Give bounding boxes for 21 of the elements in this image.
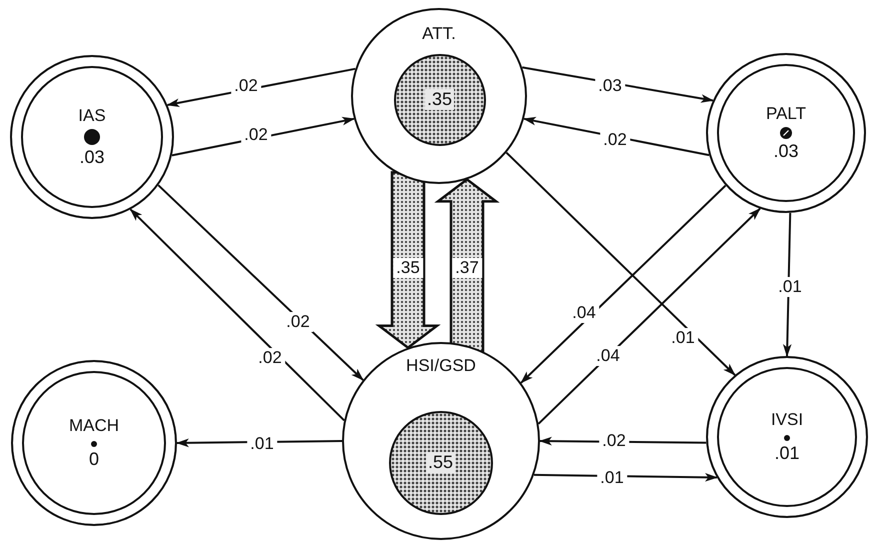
arrow xyxy=(158,184,364,381)
edge-label: .02 xyxy=(231,76,261,96)
arrow xyxy=(506,152,736,376)
arrow xyxy=(538,208,761,425)
edge-label: .02 xyxy=(241,125,271,145)
edge-label: .35 xyxy=(393,258,423,278)
node-value: .03 xyxy=(773,141,799,162)
node-title: IAS xyxy=(78,106,106,126)
node-title: IVSI xyxy=(770,410,804,430)
node-value: 0 xyxy=(88,449,99,470)
node-value: .01 xyxy=(774,443,800,464)
node-value: .03 xyxy=(79,147,105,168)
node-title: ATT. xyxy=(422,24,456,44)
node-title: PALT xyxy=(766,104,806,124)
node-value: .55 xyxy=(426,452,456,473)
node-title: HSI/GSD xyxy=(406,356,476,376)
node-title: MACH xyxy=(68,416,120,436)
node-value: .35 xyxy=(424,89,454,110)
arrow xyxy=(520,184,726,384)
edge-label: .37 xyxy=(452,258,482,278)
arrow xyxy=(130,208,345,422)
